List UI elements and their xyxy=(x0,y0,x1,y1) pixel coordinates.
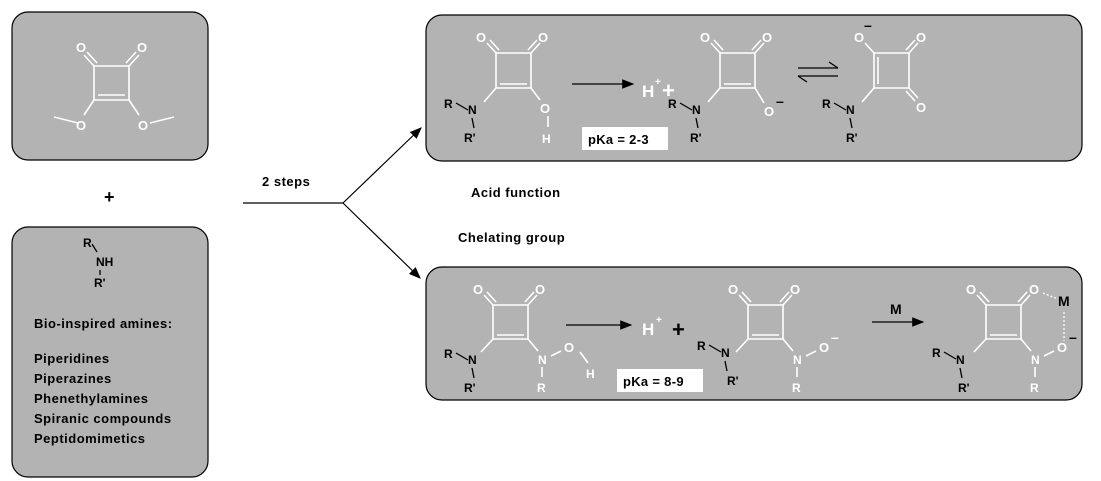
nitrogen-label: N xyxy=(468,103,477,117)
nitrogen-label: N xyxy=(692,103,701,117)
pka-badge: pKa = 8-9 xyxy=(617,369,703,392)
acid-route-panel: O O O H R N R' H + + O O xyxy=(425,14,1083,162)
hydroxamate-anion-structure: O O N O – R R N R' xyxy=(697,282,839,395)
oxygen-label: O xyxy=(1029,282,1039,297)
steps-label: 2 steps xyxy=(262,174,310,189)
r-prime-label: R' xyxy=(690,131,702,145)
r-prime-label: R' xyxy=(727,374,739,388)
proton-charge: + xyxy=(655,77,661,88)
oxygen-label: O xyxy=(476,30,486,45)
branching-arrows: 2 steps xyxy=(243,127,422,279)
oxygen-label: O xyxy=(1057,340,1067,355)
oxygen-label: O xyxy=(728,282,738,297)
oxygen-label: O xyxy=(916,30,926,45)
amine-panel: R NH R' Bio-inspired amines: Piperidines… xyxy=(11,226,209,478)
amine-structure: R NH R' xyxy=(83,236,113,290)
r-group-label: R xyxy=(697,339,706,353)
r-group-label: R xyxy=(822,97,831,111)
plus-sign: + xyxy=(662,78,675,103)
minus-charge: – xyxy=(864,17,872,33)
proton-label: H xyxy=(642,320,654,339)
nitrogen-label: N xyxy=(721,346,730,360)
oxygen-label: O xyxy=(535,282,545,297)
oxygen-label: O xyxy=(76,118,86,133)
amines-title: Bio-inspired amines: xyxy=(34,316,173,331)
amine-item: Spiranic compounds xyxy=(34,411,172,426)
nitrogen-label: N xyxy=(468,353,477,367)
hydrogen-label: H xyxy=(542,132,551,146)
oxygen-label: O xyxy=(538,30,548,45)
nitrogen-label: N xyxy=(1031,353,1040,367)
r-group-label: R xyxy=(1030,381,1039,395)
r-group-label: R xyxy=(444,347,453,361)
minus-charge: – xyxy=(1069,329,1077,345)
r-group-label: R xyxy=(932,346,941,360)
r-group-label: R xyxy=(83,236,92,250)
oxygen-label: O xyxy=(764,104,774,119)
amine-item: Peptidomimetics xyxy=(34,431,146,446)
r-prime-label: R' xyxy=(464,381,476,395)
plus-sign: + xyxy=(672,317,685,342)
squaramate-anion-structure: O O O – R N R' xyxy=(668,30,784,145)
chelating-group-label: Chelating group xyxy=(458,230,565,245)
hydrogen-label: H xyxy=(586,367,595,381)
r-prime-label: R' xyxy=(958,381,970,395)
minus-charge: – xyxy=(776,93,784,109)
r-prime-label: R' xyxy=(464,131,476,145)
nitrogen-label: N xyxy=(793,353,802,367)
oxygen-label: O xyxy=(473,282,483,297)
oxygen-label: O xyxy=(966,282,976,297)
nh-label: NH xyxy=(96,255,113,269)
metal-complex-structure: O O M N O – R R N R' xyxy=(932,282,1077,395)
oxygen-label: O xyxy=(700,30,710,45)
proton-charge: + xyxy=(656,315,662,326)
hydroxamic-squaramide-structure: O O N O H R R N R' xyxy=(444,282,595,395)
plus-sign: + xyxy=(104,187,115,207)
oxygen-label: O xyxy=(819,340,829,355)
oxygen-label: O xyxy=(137,40,147,55)
dimethyl-squarate-structure: O O O O xyxy=(53,40,175,133)
r-group-label: R xyxy=(792,381,801,395)
nitrogen-label: N xyxy=(956,353,965,367)
oxygen-label: O xyxy=(138,118,148,133)
nitrogen-label: N xyxy=(846,103,855,117)
oxygen-label: O xyxy=(76,40,86,55)
acid-function-label: Acid function xyxy=(471,185,561,200)
pka-value: pKa = 8-9 xyxy=(623,374,684,389)
r-prime-label: R' xyxy=(846,131,858,145)
amine-item: Piperazines xyxy=(34,371,112,386)
proton-label: H xyxy=(642,82,654,101)
pka-value: pKa = 2-3 xyxy=(588,132,649,147)
squaramic-acid-structure: O O O H R N R' xyxy=(444,30,551,146)
r-group-label: R xyxy=(537,381,546,395)
oxygen-label: O xyxy=(762,30,772,45)
squarate-panel: O O O O xyxy=(11,11,209,161)
oxygen-label: O xyxy=(916,100,926,115)
minus-charge: – xyxy=(831,329,839,345)
chelate-route-panel: O O N O H R R N R' H + + xyxy=(425,266,1083,401)
r-group-label: R xyxy=(444,97,453,111)
resonance-anion-structure: O – O O R N R' xyxy=(822,17,926,145)
metal-label: M xyxy=(890,301,902,317)
oxygen-label: O xyxy=(564,340,574,355)
amine-item: Piperidines xyxy=(34,351,110,366)
oxygen-label: O xyxy=(540,101,550,116)
r-group-label: R xyxy=(668,97,677,111)
pka-badge: pKa = 2-3 xyxy=(582,127,668,150)
nitrogen-label: N xyxy=(538,353,547,367)
equilibrium-arrows xyxy=(797,61,839,83)
r-prime-label: R' xyxy=(94,276,106,290)
oxygen-label: O xyxy=(854,30,864,45)
metal-label: M xyxy=(1058,293,1070,309)
oxygen-label: O xyxy=(790,282,800,297)
amine-item: Phenethylamines xyxy=(34,391,148,406)
